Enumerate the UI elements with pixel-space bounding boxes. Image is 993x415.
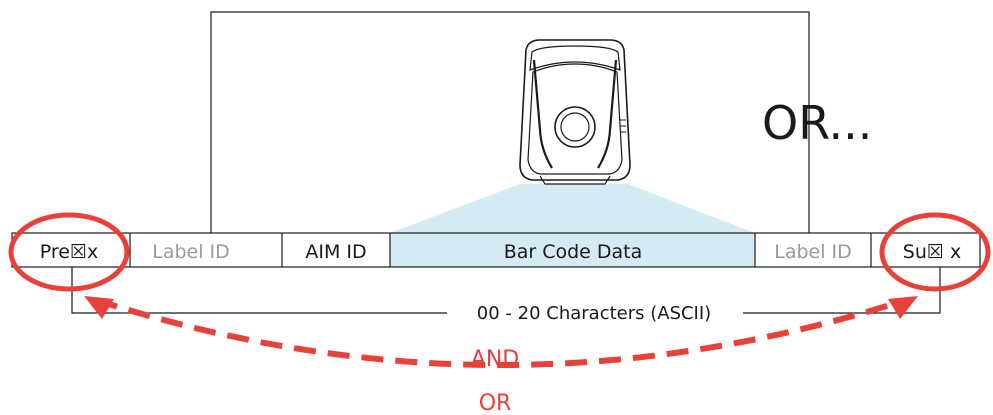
field-cell-bar-code-data	[390, 233, 755, 267]
and-label: AND	[471, 347, 519, 372]
dashed-connector	[95, 297, 907, 368]
field-row: Pre☒x Label ID AIM ID Bar Code Data Labe…	[11, 232, 981, 268]
barcode-scanner-icon	[519, 39, 631, 185]
arrowhead-left	[84, 296, 114, 319]
length-bracket	[71, 267, 941, 314]
arrowhead-right	[888, 296, 918, 319]
scan-beam	[390, 184, 755, 233]
field-label-bar-code-data: Bar Code Data	[504, 241, 643, 263]
length-note: 00 - 20 Characters (ASCII)	[477, 303, 711, 324]
prefix-highlight	[8, 212, 130, 292]
suffix-highlight	[879, 212, 991, 292]
or-label: OR	[479, 391, 512, 415]
frame-line	[210, 11, 810, 233]
field-label-prefix: Pre☒x	[40, 241, 98, 263]
field-label-label-id-left: Label ID	[152, 241, 230, 263]
field-label-aim-id: AIM ID	[305, 241, 366, 263]
or-note: OR...	[762, 96, 872, 150]
field-label-suffix: Su☒ x	[903, 241, 961, 263]
field-label-label-id-right: Label ID	[774, 241, 852, 263]
